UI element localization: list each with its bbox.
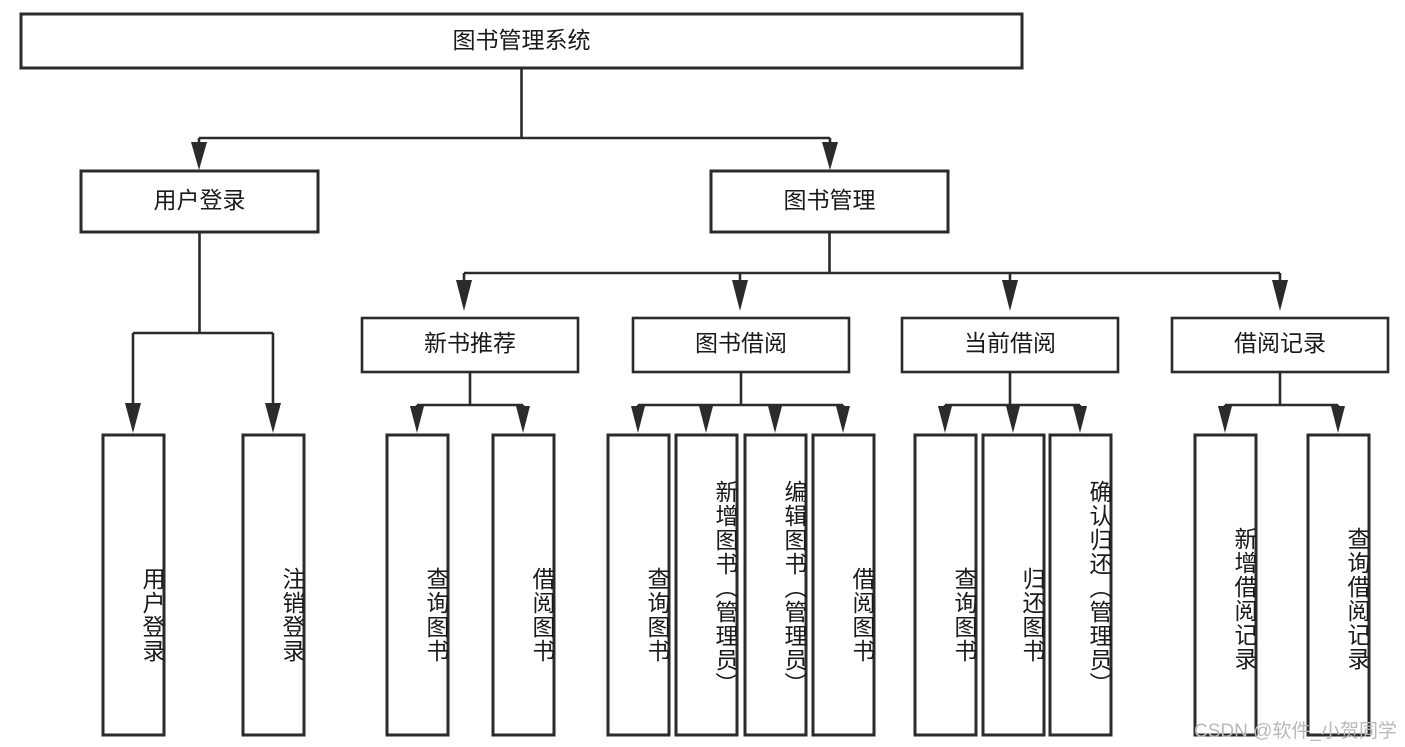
leaf-box-9[interactable] [981, 433, 1046, 737]
arrow-head-icon [1006, 406, 1020, 433]
leaf-box-8[interactable] [913, 433, 978, 737]
arrow-head-icon [768, 406, 782, 433]
connector-currentborrow-to-leaves [938, 372, 1087, 433]
arrow-head-icon [191, 142, 207, 170]
arrow-head-icon [836, 406, 850, 433]
arrow-head-icon [1073, 406, 1087, 433]
arrow-head-icon [699, 406, 713, 433]
root-box[interactable] [19, 12, 1024, 70]
arrow-head-icon [822, 142, 838, 170]
arrow-head-icon [265, 403, 281, 433]
node-book-borrow[interactable]: 图书借阅 [631, 316, 851, 374]
level2-label-1: 图书管理 [784, 187, 876, 213]
connector-newbook-to-leaves [410, 372, 530, 433]
leaf-box-4[interactable] [606, 433, 671, 737]
leaf-box-5[interactable] [674, 433, 739, 737]
node-borrow-record[interactable]: 借阅记录 [1170, 316, 1390, 374]
arrow-head-icon [1272, 280, 1288, 311]
connector-userlogin-to-leaves [125, 232, 281, 433]
level2-label-0: 用户登录 [154, 187, 246, 213]
level3-box-0[interactable] [360, 316, 580, 374]
node-user-login[interactable]: 用户登录 [79, 169, 320, 234]
connector-bookborrow-to-leaves [631, 372, 850, 433]
leaf-box-10[interactable] [1048, 433, 1113, 737]
leaf-box-1[interactable] [241, 433, 306, 737]
arrow-head-icon [516, 406, 530, 433]
leaf-box-3[interactable] [491, 433, 556, 737]
arrow-head-icon [410, 406, 424, 433]
level3-label-1: 图书借阅 [695, 330, 787, 356]
level3-label-0: 新书推荐 [424, 330, 516, 356]
level3-box-2[interactable] [900, 316, 1120, 374]
arrow-head-icon [732, 280, 748, 311]
arrow-head-icon [631, 406, 645, 433]
leaf-box-0[interactable] [101, 433, 166, 737]
arrow-head-icon [1002, 280, 1018, 311]
level3-label-3: 借阅记录 [1234, 330, 1326, 356]
level3-label-2: 当前借阅 [964, 330, 1056, 356]
csdn-watermark: CSDN @软件_小贺同学 [1194, 721, 1397, 742]
connector-root-to-level2 [191, 68, 838, 170]
node-new-book-recommend[interactable]: 新书推荐 [360, 316, 580, 374]
arrow-head-icon [1331, 406, 1345, 433]
root-label: 图书管理系统 [453, 27, 591, 53]
leaf-box-6[interactable] [743, 433, 808, 737]
arrow-head-icon [125, 403, 141, 433]
arrow-head-icon [456, 280, 472, 311]
node-root[interactable]: 图书管理系统 [19, 12, 1024, 70]
connector-bookmgmt-to-level3 [456, 232, 1288, 311]
arrow-head-icon [1218, 406, 1232, 433]
node-book-management[interactable]: 图书管理 [709, 169, 950, 234]
leaf-box-2[interactable] [385, 433, 450, 737]
leaf-box-11[interactable] [1193, 433, 1258, 737]
level2-box-0[interactable] [79, 169, 320, 234]
leaf-box-12[interactable] [1306, 433, 1371, 737]
node-current-borrow[interactable]: 当前借阅 [900, 316, 1120, 374]
leaf-box-7[interactable] [811, 433, 876, 737]
arrow-head-icon [938, 406, 952, 433]
connector-borrowrecord-to-leaves [1218, 372, 1345, 433]
